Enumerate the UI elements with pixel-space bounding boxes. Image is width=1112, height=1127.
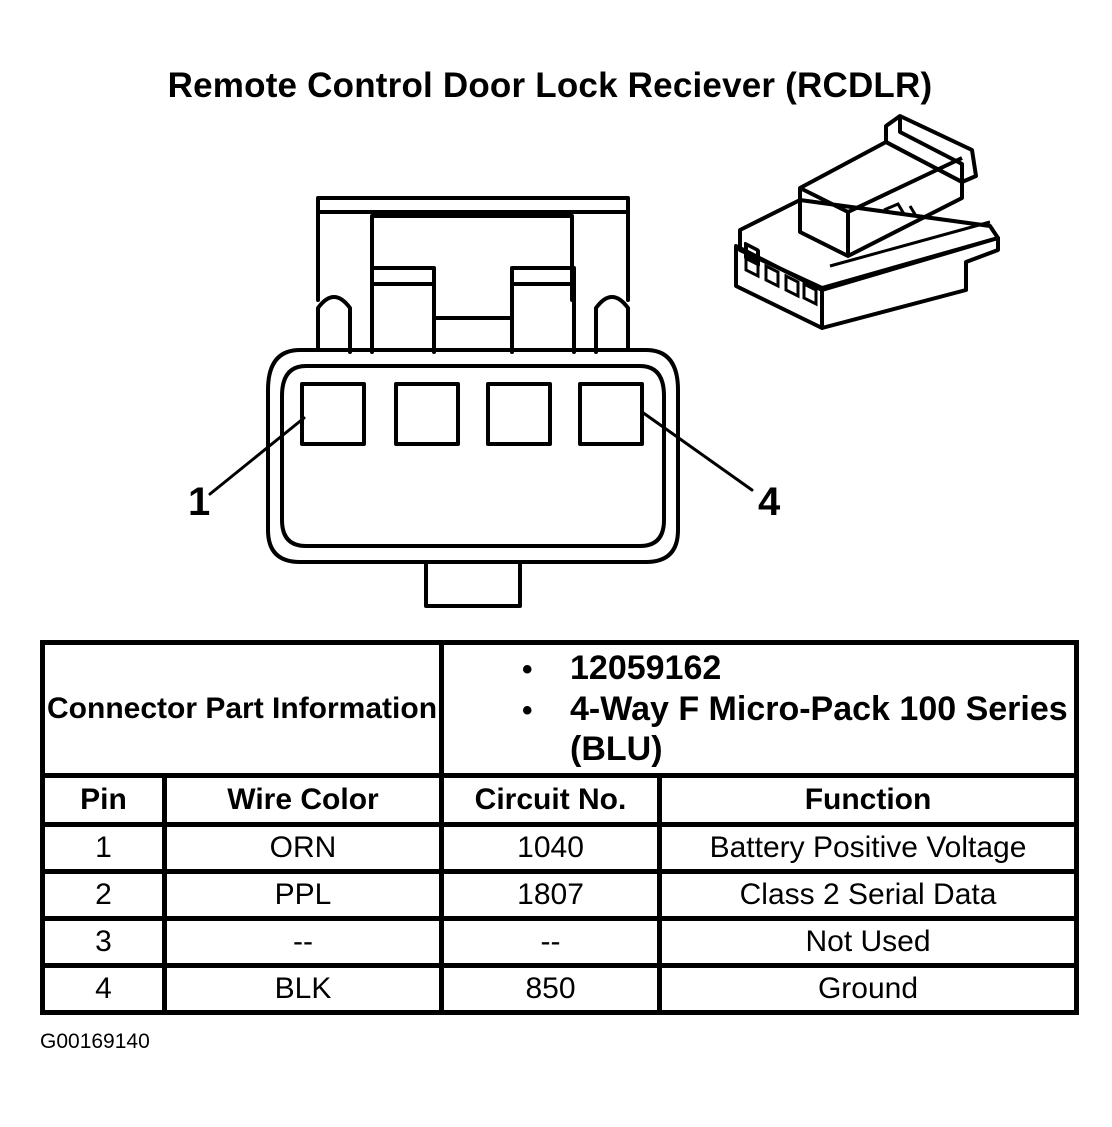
table-row: 4 BLK 850 Ground xyxy=(40,963,1080,1015)
cell-function: Not Used xyxy=(657,916,1080,968)
cell-circuit-no: 850 xyxy=(439,963,663,1015)
pin-cavity-1 xyxy=(300,382,366,446)
cell-wire-color: -- xyxy=(161,916,445,968)
table-header-row: Pin Wire Color Circuit No. Function xyxy=(40,773,1080,827)
header-pin: Pin xyxy=(40,773,167,827)
cell-function: Ground xyxy=(657,963,1080,1015)
diagram-title: Remote Control Door Lock Reciever (RCDLR… xyxy=(167,66,933,105)
cell-pin: 3 xyxy=(40,916,167,968)
pin-label-1: 1 xyxy=(188,480,211,524)
header-function: Function xyxy=(657,773,1080,827)
connector-part-heading: Connector Part Information xyxy=(39,640,445,778)
figure-id: G00169140 xyxy=(40,1030,150,1053)
table-row: 2 PPL 1807 Class 2 Serial Data xyxy=(40,869,1080,921)
cell-pin: 1 xyxy=(40,822,167,874)
leader-line-pin-1 xyxy=(208,416,306,496)
cell-circuit-no: 1807 xyxy=(439,869,663,921)
pin-label-4: 4 xyxy=(758,480,781,524)
cell-circuit-no: -- xyxy=(439,916,663,968)
connector-part-number: 12059162 xyxy=(514,648,1074,689)
cell-circuit-no: 1040 xyxy=(439,822,663,874)
cell-wire-color: BLK xyxy=(161,963,445,1015)
connector-part-row: Connector Part Information 12059162 4-Wa… xyxy=(39,640,1080,778)
cell-pin: 4 xyxy=(40,963,167,1015)
connector-housing xyxy=(266,348,680,564)
connector-bottom-tab xyxy=(424,560,522,608)
connector-table: Connector Part Information 12059162 4-Wa… xyxy=(39,640,1080,1015)
leader-line-pin-4 xyxy=(640,410,754,492)
connector-part-list: 12059162 4-Way F Micro-Pack 100 Series (… xyxy=(514,648,1074,770)
pin-cavity-3 xyxy=(486,382,552,446)
header-wire-color: Wire Color xyxy=(161,773,445,827)
cell-function: Class 2 Serial Data xyxy=(657,869,1080,921)
connector-part-description: 4-Way F Micro-Pack 100 Series (BLU) xyxy=(514,689,1074,771)
header-circuit-no: Circuit No. xyxy=(439,773,663,827)
table-row: 1 ORN 1040 Battery Positive Voltage xyxy=(40,822,1080,874)
pin-cavity-2 xyxy=(394,382,460,446)
cell-function: Battery Positive Voltage xyxy=(657,822,1080,874)
cell-pin: 2 xyxy=(40,869,167,921)
connector-latch xyxy=(316,196,630,302)
pin-cavity-4 xyxy=(578,382,644,446)
table-row: 3 -- -- Not Used xyxy=(40,916,1080,968)
connector-drawing xyxy=(208,114,1000,608)
connector-part-list-cell: 12059162 4-Way F Micro-Pack 100 Series (… xyxy=(439,640,1080,778)
cell-wire-color: PPL xyxy=(161,869,445,921)
connector-isometric-view xyxy=(734,114,1000,330)
cell-wire-color: ORN xyxy=(161,822,445,874)
